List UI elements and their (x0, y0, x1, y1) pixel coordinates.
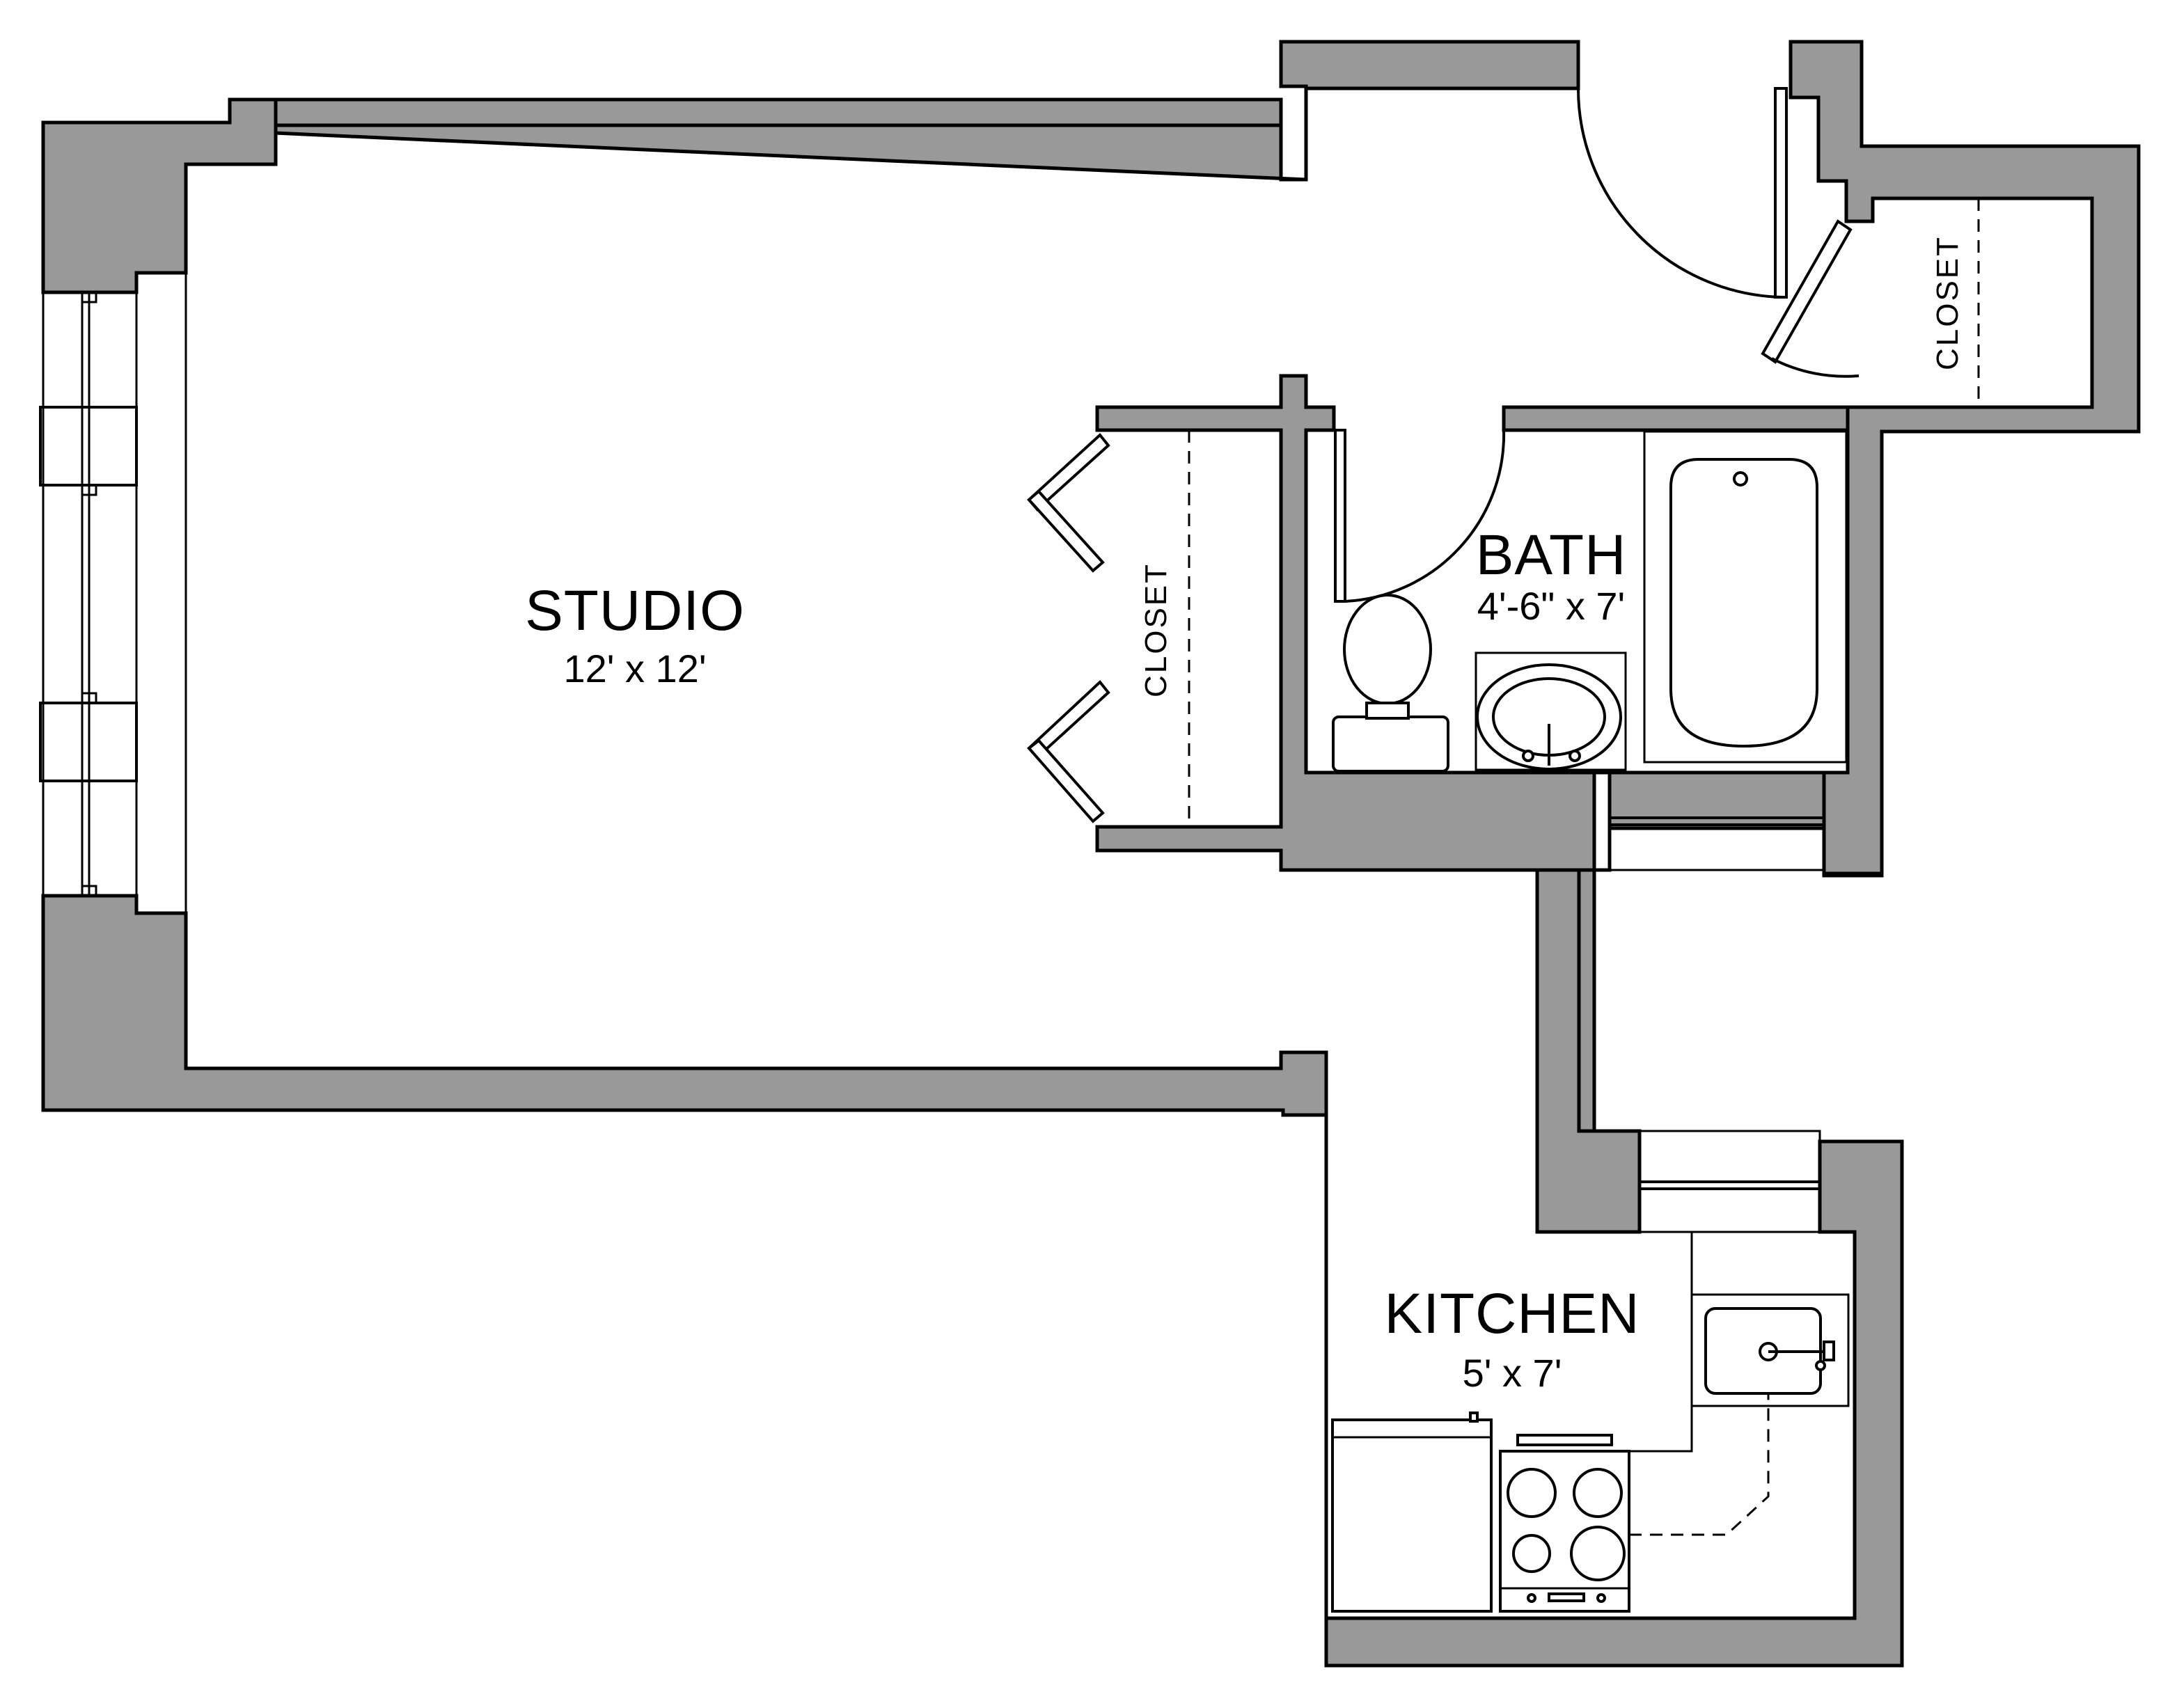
entry-closet-door (1761, 219, 1860, 378)
closet-label-main: CLOSET (1139, 562, 1173, 697)
bath-opening-header (1608, 771, 1825, 871)
kitchen-opening-header (1638, 1130, 1821, 1233)
room-size-bath: 4'-6" x 7' (1477, 584, 1625, 628)
room-size-studio: 12' x 12' (563, 647, 706, 690)
walls (41, 40, 2141, 1668)
closet-label-entry: CLOSET (1931, 235, 1965, 370)
west-windows (39, 271, 187, 915)
room-name-kitchen: KITCHEN (1385, 1282, 1640, 1345)
room-name-bath: BATH (1476, 523, 1627, 587)
entry-door (1577, 87, 1788, 299)
wall-west-upper (41, 97, 278, 294)
refrigerator-icon (1331, 1412, 1493, 1613)
bath-door (1334, 429, 1506, 603)
studio-closet-doors (1027, 433, 1110, 823)
room-size-kitchen: 5' x 7' (1463, 1351, 1562, 1395)
bathtub-icon (1643, 430, 1848, 764)
wall-west-lower-south (41, 894, 1904, 1668)
wall-bath-north (1502, 405, 1850, 432)
sink-icon (1475, 651, 1627, 771)
studio-label: STUDIO 12' x 12' (525, 579, 745, 690)
sink-icon (1690, 1293, 1850, 1407)
wall-entry-north (1788, 40, 2141, 878)
bath-label: BATH 4'-6" x 7' (1476, 523, 1627, 628)
wall-closet-bath (1095, 374, 1884, 1234)
stove-icon (1499, 1434, 1630, 1613)
room-name-studio: STUDIO (525, 579, 745, 642)
kitchen-label: KITCHEN 5' x 7' (1385, 1282, 1640, 1395)
toilet-icon (1332, 594, 1449, 773)
